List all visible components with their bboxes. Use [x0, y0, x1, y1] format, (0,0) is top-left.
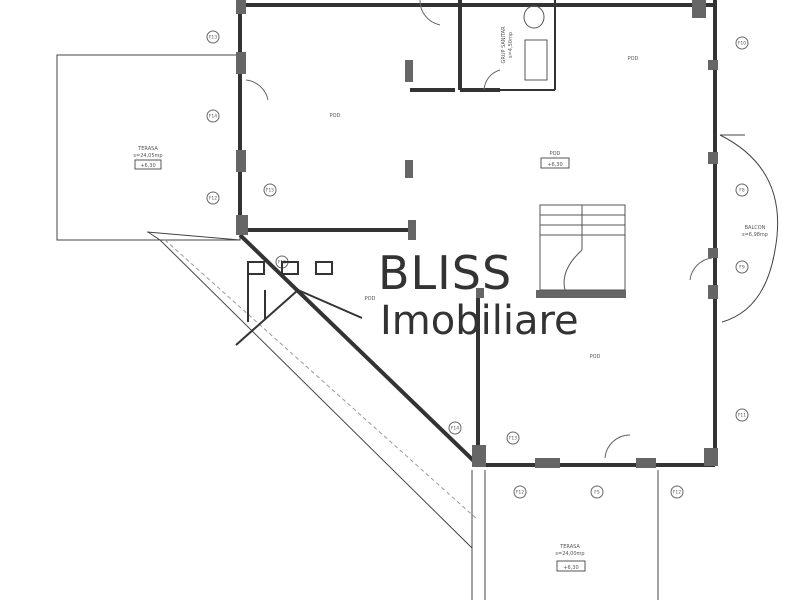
pod-lower-left-label: POD	[365, 296, 376, 302]
bathroom-fixtures	[523, 5, 548, 81]
bliss-logo-icon	[235, 261, 363, 346]
axis-tag-label: F13	[209, 35, 217, 41]
axis-tag-circle	[590, 485, 604, 499]
axis-tag-circle	[206, 109, 220, 123]
axis-tag-circle	[670, 485, 684, 499]
pod-top-right-label: POD	[628, 56, 639, 62]
axis-tag-circle	[735, 408, 749, 422]
pod-center-level: +6,30	[547, 162, 562, 168]
axis-tag-circle	[735, 260, 749, 274]
doors	[245, 0, 713, 459]
terasa-left-level: +6,30	[140, 163, 155, 169]
balcony-arc	[719, 134, 779, 323]
axis-tag-circle	[206, 30, 220, 44]
terasa-left-label: TERASA	[137, 146, 158, 152]
axis-tag-circle	[513, 485, 527, 499]
exterior-walls	[238, 0, 717, 467]
axis-tag-label: F9	[739, 265, 745, 271]
grup-sanitar-area: s=4,50mp	[508, 32, 514, 58]
terasa-bottom-level: +6,30	[563, 565, 578, 571]
axis-tag-label: F13	[509, 436, 517, 442]
axis-tag-label: F5	[594, 490, 600, 496]
terasa-bottom-area: s=24,00mp	[555, 551, 584, 557]
axis-tag-label: F14	[451, 426, 459, 432]
axis-tag-circle	[263, 183, 277, 197]
axis-tag-label: F15	[266, 188, 274, 194]
axis-tag-label: F12	[209, 196, 217, 202]
axis-tag-label: F8	[739, 188, 745, 194]
grup-sanitar-label: GRUP SANITAR	[501, 26, 507, 64]
axis-tag-label: F11	[738, 413, 746, 419]
axis-tag-circle	[206, 191, 220, 205]
watermark-sub: Imobiliare	[380, 298, 579, 344]
axis-tag-circle	[448, 421, 462, 435]
balcon-area: s=6,98mp	[742, 232, 768, 238]
axis-tag-circle	[735, 36, 749, 50]
pod-lower-right-label: POD	[590, 354, 601, 360]
axis-tag-label: F12	[673, 490, 681, 496]
pod-top-left-label: POD	[330, 113, 341, 119]
pod-center-label: POD	[550, 151, 561, 157]
axis-tag-label: F12	[516, 490, 524, 496]
pillars	[236, 0, 718, 468]
axis-tag-label: F14	[209, 114, 217, 120]
staircase	[539, 204, 626, 291]
axis-tag-circle	[735, 183, 749, 197]
axis-tag-circle	[506, 431, 520, 445]
terasa-left-area: s=24,05mp	[133, 153, 162, 159]
balcon-label: BALCON	[745, 225, 766, 231]
watermark-brand: BLISS	[378, 246, 513, 300]
terasa-bottom-label: TERASA	[559, 544, 580, 550]
axis-tag-label: F10	[738, 41, 746, 47]
